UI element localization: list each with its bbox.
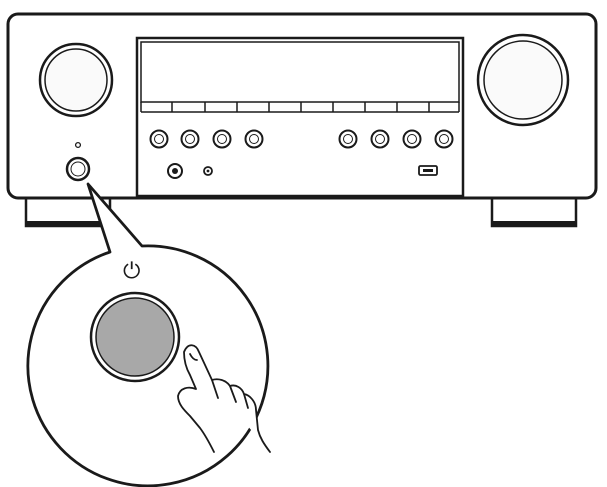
front-button [244,129,264,149]
front-button [180,129,200,149]
power-button [89,291,181,383]
front-button [402,129,422,149]
standby-indicator [74,141,82,149]
right-knob [476,33,570,127]
display-panel [135,36,465,198]
power-icon: ⏻ [123,259,140,284]
front-button [338,129,358,149]
headphone-jack [167,163,183,179]
power-button-small [65,156,91,182]
setup-mic-jack [203,166,213,176]
right-foot [490,194,578,228]
usb-port [418,165,438,176]
front-buttons-right [338,129,454,149]
front-button [434,129,454,149]
left-knob [38,42,114,118]
front-button [370,129,390,149]
pointing-hand-icon [177,344,271,453]
front-button [149,129,169,149]
front-button [212,129,232,149]
front-buttons-left [149,129,264,149]
